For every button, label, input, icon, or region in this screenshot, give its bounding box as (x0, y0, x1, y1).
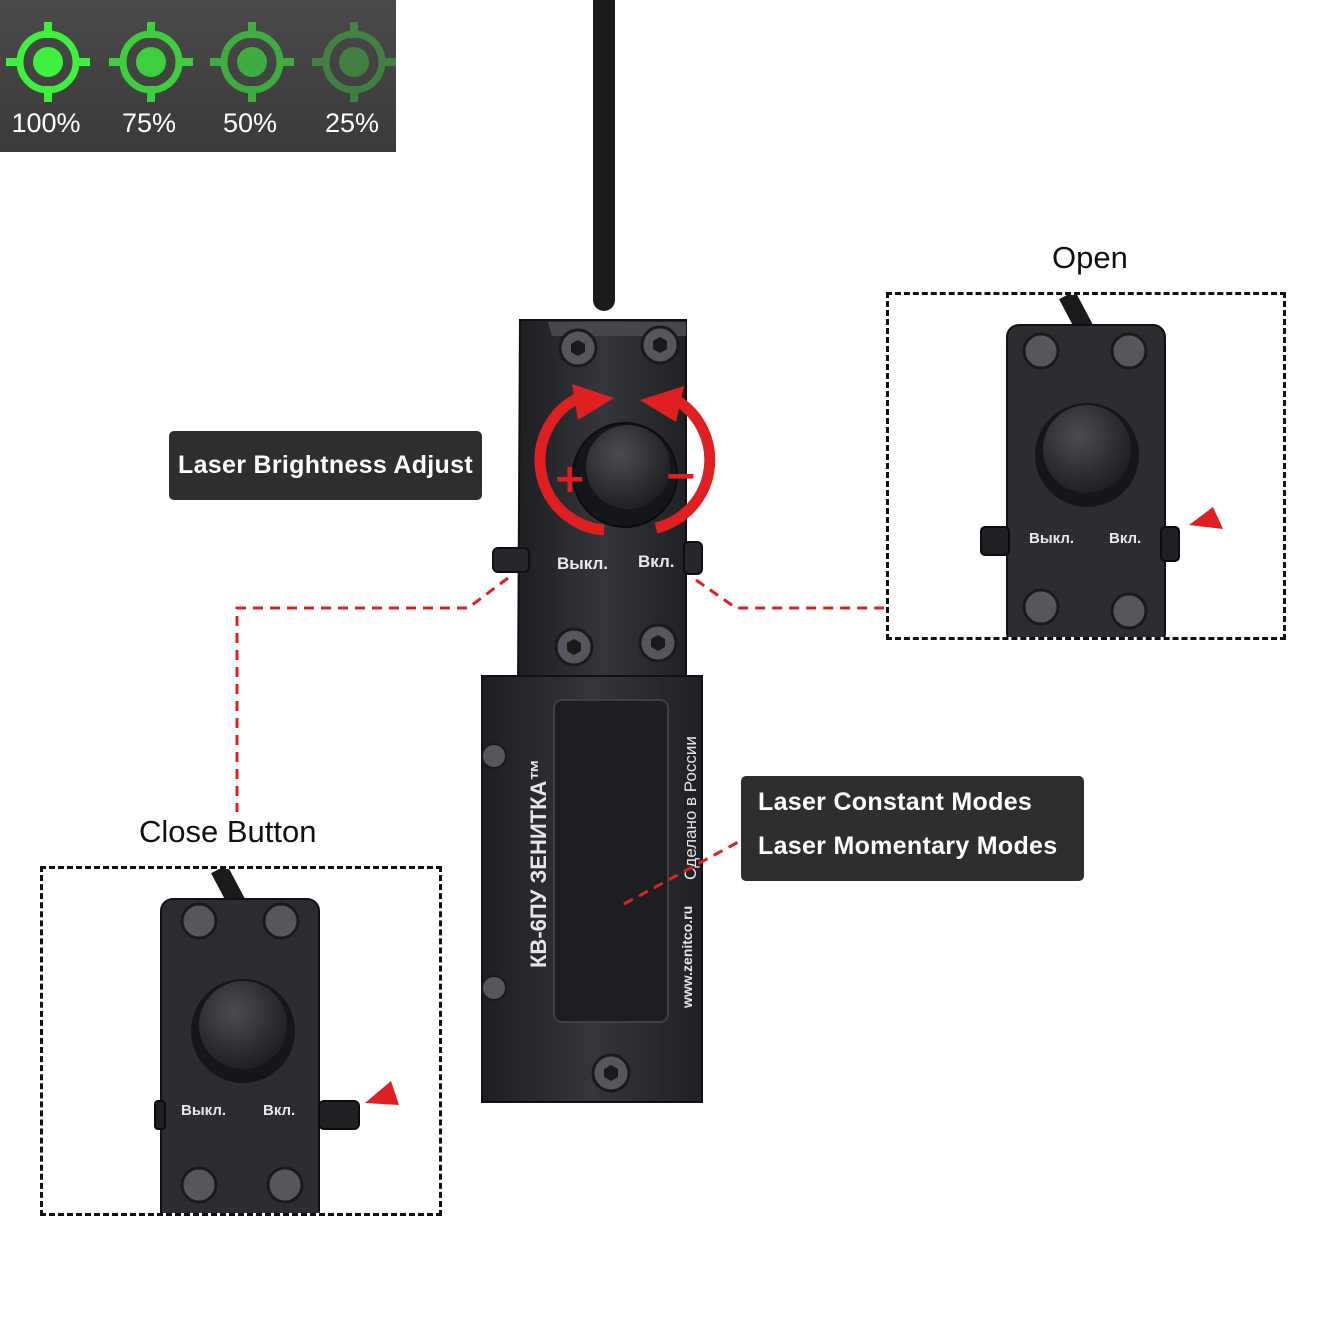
modes-label: Laser Constant Modes Laser Momentary Mod… (741, 776, 1084, 881)
screw-icon (554, 627, 594, 667)
on-side-button (318, 1100, 360, 1130)
model-text: КВ-6ПУ ЗЕНИТКА™ (526, 759, 551, 968)
pressure-pad (553, 699, 669, 1023)
reticle-icon (109, 22, 193, 102)
screw-icon (481, 975, 507, 1001)
screw-icon (638, 623, 678, 663)
pressure-switch-body: Выкл. Вкл. КВ-6ПУ ЗЕНИТКА™ Сделано в Рос… (481, 319, 703, 1103)
switch-on-label: Вкл. (638, 552, 675, 571)
momentary-modes-text: Laser Momentary Modes (758, 832, 1058, 860)
on-side-button (1160, 526, 1180, 562)
switch-on-label: Вкл. (263, 1102, 295, 1119)
close-button-inset: Выкл. Вкл. (40, 866, 442, 1216)
off-side-button[interactable] (492, 547, 530, 573)
pointer-arrow-icon (365, 1081, 399, 1105)
rotation-arrows: + − (534, 384, 716, 536)
brightness-level-75: 75% (103, 0, 203, 152)
screw-icon (1022, 588, 1060, 626)
switch-off-label: Выкл. (557, 554, 608, 573)
website-text: www.zenitco.ru (679, 906, 695, 1009)
screw-icon (1110, 332, 1148, 370)
reticle-icon (6, 22, 90, 102)
brightness-levels-panel: 100% 75% 50% 25% (0, 0, 396, 152)
reticle-icon (312, 22, 396, 102)
screw-icon (180, 1166, 218, 1204)
brightness-adjust-label: Laser Brightness Adjust (169, 431, 482, 500)
screw-icon (262, 902, 300, 940)
open-caption: Open (1052, 240, 1128, 275)
brightness-level-50: 50% (204, 0, 304, 152)
brightness-level-25: 25% (306, 0, 406, 152)
screw-icon (640, 325, 680, 365)
pointer-arrow-icon (1189, 507, 1223, 529)
close-inset-illustration: Выкл. Вкл. (154, 869, 399, 1213)
screw-icon (180, 902, 218, 940)
brightness-level-label: 100% (11, 108, 81, 138)
made-in-text: Сделано в России (681, 736, 700, 880)
on-side-button[interactable] (683, 541, 703, 575)
switch-off-label: Выкл. (1029, 530, 1074, 547)
screw-icon (1022, 332, 1060, 370)
screw-icon (266, 1166, 304, 1204)
close-button-caption: Close Button (139, 814, 317, 849)
plus-icon: + (553, 456, 587, 502)
brightness-level-label: 50% (222, 108, 278, 138)
screw-icon (591, 1053, 631, 1093)
off-side-button (154, 1100, 166, 1130)
screw-icon (1110, 592, 1148, 630)
constant-modes-text: Laser Constant Modes (758, 788, 1033, 816)
open-inset-illustration: Выкл. Вкл. (980, 295, 1223, 637)
brightness-level-label: 75% (121, 108, 177, 138)
switch-off-label: Выкл. (181, 1102, 226, 1119)
connector-lines (235, 576, 886, 906)
off-side-button (980, 526, 1010, 556)
switch-on-label: Вкл. (1109, 530, 1141, 547)
brightness-level-label: 25% (324, 108, 380, 138)
brightness-level-100: 100% (0, 0, 100, 152)
reticle-icon (210, 22, 294, 102)
open-inset: Выкл. Вкл. (886, 292, 1286, 640)
minus-icon: − (664, 453, 698, 499)
screw-icon (481, 743, 507, 769)
screw-icon (558, 328, 598, 368)
